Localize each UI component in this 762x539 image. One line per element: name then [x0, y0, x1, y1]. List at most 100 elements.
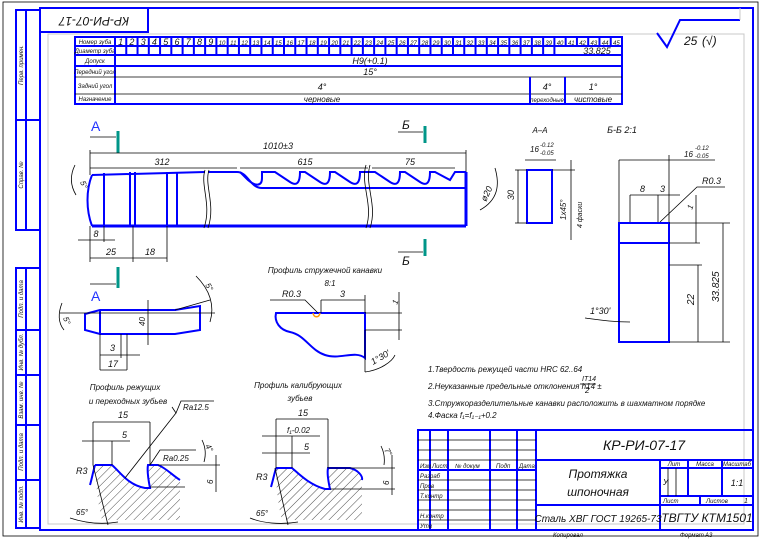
cutting-profile-land: 5 [122, 430, 128, 440]
view-a-dim-3: 3 [110, 343, 115, 353]
tb-material: Сталь ХВГ ГОСТ 19265-73 [534, 514, 661, 525]
tb-role-developer: Разраб [420, 474, 441, 480]
tooth-number-cell: 16 [286, 41, 293, 47]
tb-role-norm-control: Н.контр [420, 514, 444, 520]
cutting-profile-roughness-1: Ra12.5 [183, 403, 209, 412]
tooth-number-cell: 20 [330, 41, 338, 47]
tooth-number-cell: 19 [320, 41, 327, 47]
section-aa-tol-upper: -0.12 [540, 143, 554, 149]
purpose-transition: переходные [530, 98, 564, 104]
break-line [203, 169, 212, 229]
sidebar-label: Взам. инв. № [18, 381, 25, 419]
tooth-number-cell: 7 [186, 37, 192, 47]
section-bb-dim-22: 22 [686, 293, 697, 306]
sidebar-bottom: Подп. и дата Инв. № дубл. Взам. инв. № П… [15, 267, 41, 529]
section-aa-height: 30 [506, 190, 516, 200]
inner-guide-frame [47, 33, 745, 525]
calibrating-profile-land-2: 5 [304, 442, 310, 452]
view-a-angle-right: 5° [203, 282, 215, 294]
tooth-number-cell: 36 [512, 41, 519, 47]
calibrating-profile-title-1: Профиль калибрующих [254, 381, 343, 390]
tooth-number-cell: 41 [568, 41, 575, 47]
purpose-finishing: чистовые [574, 95, 613, 104]
tooth-number-cell: 43 [590, 41, 597, 47]
cutting-profile-rake: 65° [76, 508, 89, 517]
calibrating-profile-depth: 6 [382, 480, 391, 485]
tb-role-checker: Пров [420, 484, 434, 490]
cutting-profile-title-1: Профиль режущих [90, 383, 161, 392]
row-label: Задний угол [78, 83, 113, 90]
tooth-number-cell: 32 [467, 41, 474, 47]
note-3: 3.Стружкоразделительные канавки располож… [428, 399, 706, 408]
dim-75: 75 [405, 157, 416, 167]
tooth-number-cell: 22 [353, 41, 361, 47]
tooth-number-cell: 3 [141, 37, 146, 47]
tb-head-date: Дата [518, 464, 535, 470]
cutting-profile-roughness-2: Ra0.25 [163, 454, 189, 463]
tb-organization: ТВГТУ КТМ1501 [661, 511, 752, 525]
tb-sheets-value: 1 [744, 498, 748, 505]
tb-role-tech-control: Т.контр [420, 494, 443, 500]
tooth-number-cell: 42 [579, 41, 586, 47]
dim-312: 312 [154, 157, 169, 167]
tooth-number-cell: 40 [557, 41, 564, 47]
tooth-number-cell: 15 [275, 41, 282, 47]
section-aa-width: 16 [530, 145, 539, 154]
calibrating-profile-pitch: 15 [298, 408, 309, 418]
tooth-number-cell: 37 [523, 41, 530, 47]
view-a-label: А [91, 288, 101, 304]
dim-18: 18 [145, 247, 155, 257]
tooth-number-cell: 4 [152, 37, 157, 47]
cutting-profile-depth: 6 [206, 479, 215, 484]
sidebar-label: Инв. № подл. [18, 485, 25, 522]
section-b-label: Б [402, 118, 410, 132]
tb-scale-value: 1:1 [731, 478, 744, 488]
tooth-number-cell: 2 [128, 37, 134, 47]
note-2-fraction-den: 2 [584, 386, 590, 395]
sidebar-label: Инв. № дубл. [18, 334, 25, 371]
roughness-symbol: (√) [702, 34, 717, 48]
last-tooth-size: 33.825 [583, 46, 612, 56]
section-aa-tol-lower: -0.05 [540, 151, 554, 157]
note-2: 2.Неуказанные предельные отклонения h14 … [427, 382, 602, 391]
tooth-number-cell: 24 [375, 41, 383, 47]
calibrating-profile-title-2: зубьев [287, 394, 313, 403]
calibrating-profile-land: f₁-0.02 [287, 426, 311, 435]
title-block: Изм Лист № докум Подп Дата Разраб Пров Т… [417, 429, 754, 539]
sidebar-top: Перв. примен. Справ. № [15, 9, 41, 231]
view-a-diameter: 40 [138, 317, 147, 326]
groove-profile: Профиль стружечной канавки 8:1 R0.3 3 1 … [268, 266, 402, 373]
section-bb-tol-lower: -0.05 [695, 154, 709, 160]
cutting-profile-clearance: 4° [203, 443, 215, 455]
tooth-number-cell: 1 [118, 37, 123, 47]
top-stamp: КР-РИ-07-17 [39, 7, 149, 33]
tb-format-label: Формат [680, 533, 704, 539]
section-bb-dim-3: 3 [660, 184, 665, 194]
section-bb: Б-Б 2:1 16 -0.12 -0.05 8 3 R0.3 1 22 33.… [584, 125, 730, 343]
tooth-number-cell: 8 [197, 37, 202, 47]
tb-sheets-label: Листов [705, 499, 728, 505]
tolerance: H9(+0.1) [352, 56, 387, 66]
tb-role-approved: Утв [419, 524, 432, 530]
dim-total-length: 1010±3 [263, 141, 293, 151]
tooth-number-cell: 11 [230, 41, 236, 47]
row-label: Назначение [79, 97, 113, 103]
purpose-roughing: черновые [304, 95, 341, 104]
tooth-number-cell: 21 [342, 41, 350, 47]
dim-25: 25 [105, 247, 117, 257]
section-aa-title: А–А [531, 126, 547, 135]
tb-head-sign: Подп [496, 464, 511, 470]
tb-head-list: Лист [431, 464, 447, 470]
note-1: 1.Твердость режущей части HRC 62..64 [428, 365, 583, 374]
main-view: А Б Б 1010±3 312 615 75 [70, 118, 498, 268]
section-bb-dim-1: 1 [685, 203, 695, 210]
technical-notes: 1.Твердость режущей части HRC 62..64 2.Н… [427, 365, 706, 420]
tb-name-line-1: Протяжка [569, 467, 628, 481]
tooth-number-cell: 10 [219, 41, 226, 47]
cutting-profile-title-2: и переходных зубьев [89, 397, 167, 406]
dim-8: 8 [93, 229, 98, 239]
calibrating-profile-radius: R3 [256, 472, 268, 482]
dim-angle-left: 5° [78, 180, 89, 191]
